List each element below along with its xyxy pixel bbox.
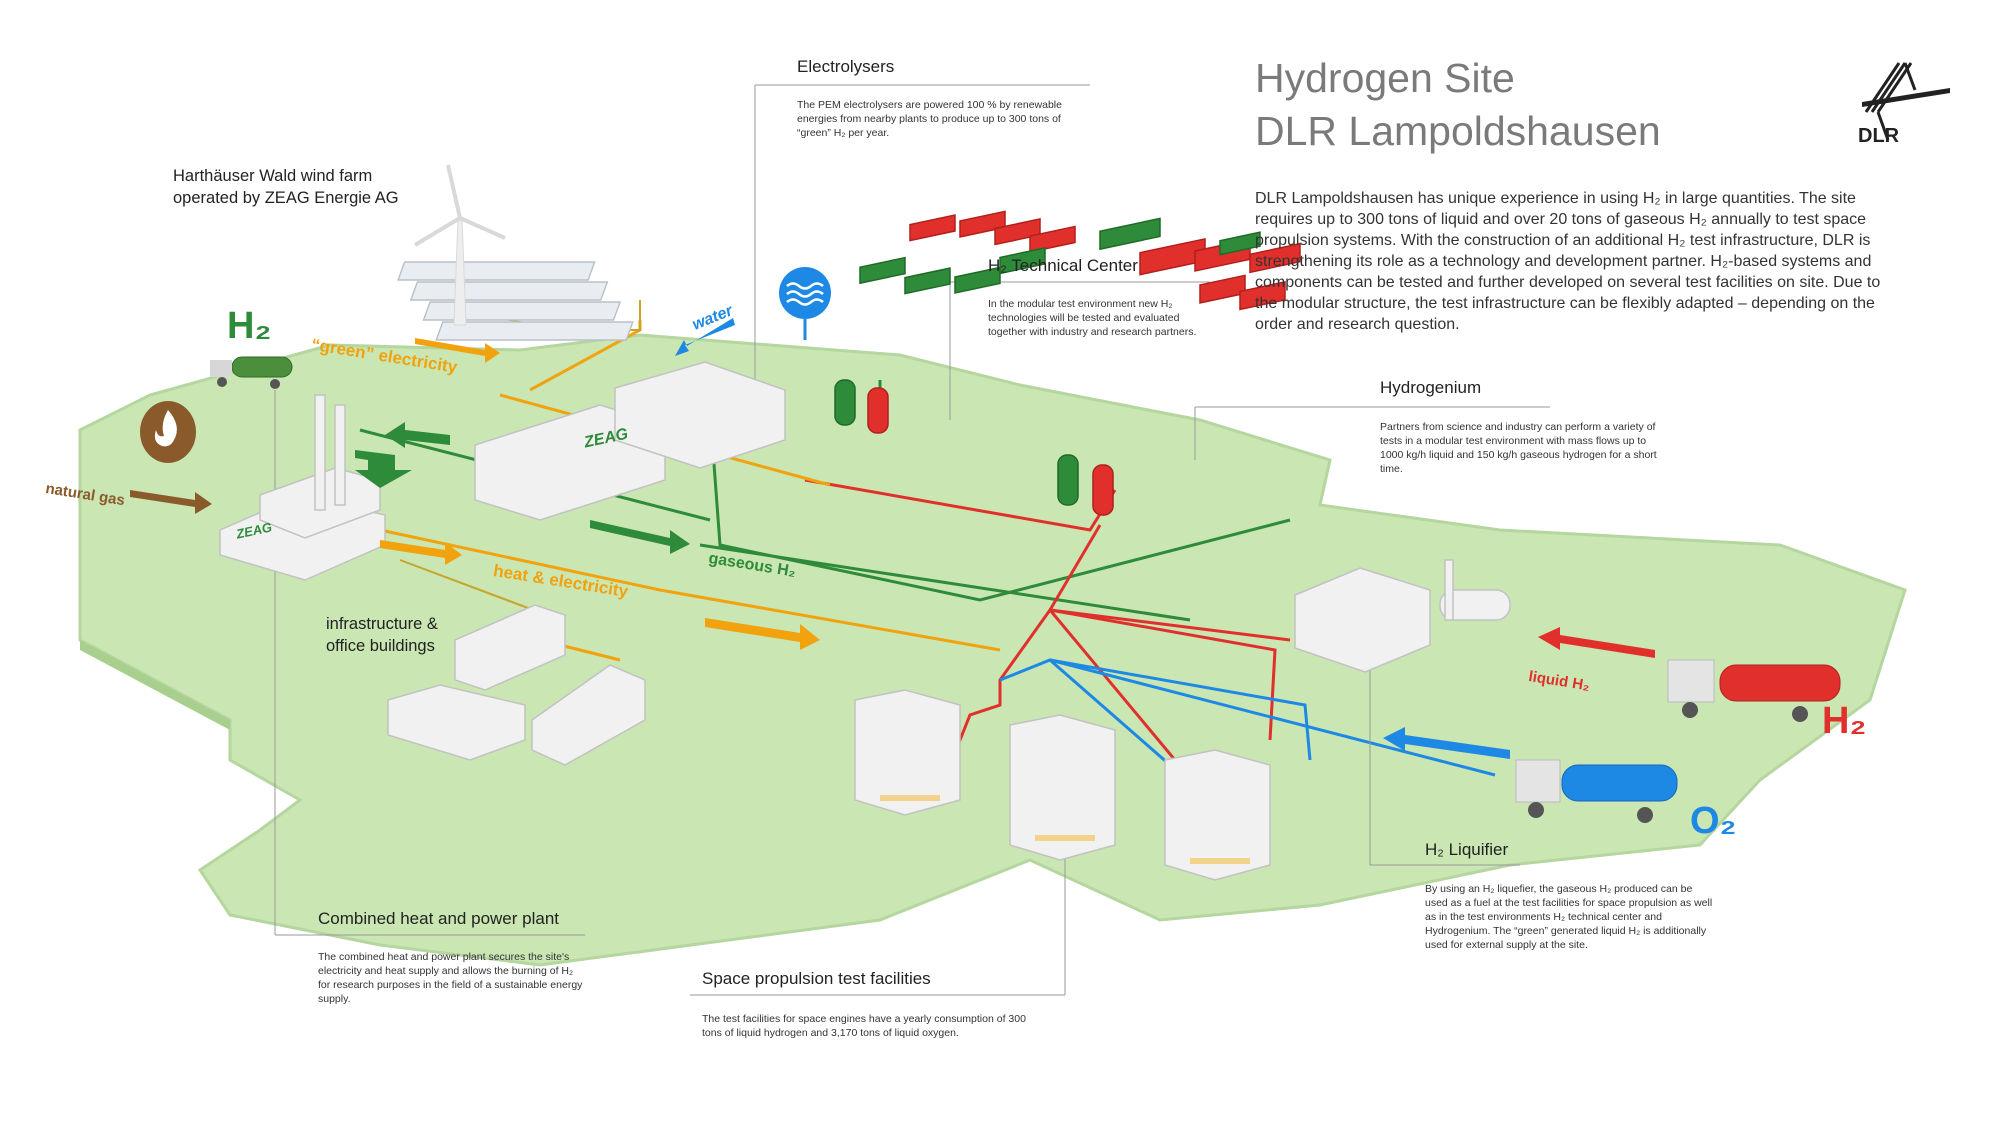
lox-arrow — [1383, 727, 1510, 759]
page-title-line1: Hydrogen Site — [1255, 55, 1515, 101]
infrastructure-line2: office buildings — [326, 637, 435, 655]
wind-farm-line1: Harthäuser Wald wind farm — [173, 167, 373, 185]
page-title: Hydrogen Site DLR Lampoldshausen — [1255, 52, 1661, 158]
liquid-h2-arrow — [1538, 627, 1655, 658]
heat-arrow-2 — [705, 618, 820, 650]
electrolysers-heading: Electrolysers — [797, 57, 895, 76]
technical-center-heading: H₂ Technical Center — [988, 256, 1138, 275]
chp-heading: Combined heat and power plant — [318, 909, 559, 928]
dlr-logo-icon — [1862, 62, 1950, 141]
infrastructure-label: infrastructure & office buildings — [326, 613, 438, 657]
infrastructure-line1: infrastructure & — [326, 615, 438, 633]
hydrogenium-heading: Hydrogenium — [1380, 378, 1482, 397]
intro-text: DLR Lampoldshausen has unique experience… — [1255, 190, 1881, 333]
flow-arrows — [130, 318, 1655, 759]
h2-return-arrow — [355, 450, 412, 488]
chp-body: The combined heat and power plant secure… — [318, 951, 583, 1005]
water-icon — [779, 267, 831, 340]
h2-left-arrow — [385, 422, 450, 448]
heat-arrow-1 — [380, 540, 462, 565]
liquifier-body: By using an H₂ liquefier, the gaseous H₂… — [1425, 883, 1713, 951]
h2-green-label: H₂ — [227, 305, 272, 347]
water-arrow — [675, 318, 735, 356]
gaseous-h2-arrow — [590, 520, 690, 554]
test-stand-1 — [854, 689, 961, 816]
technical-center-body: In the modular test environment new H₂ t… — [988, 298, 1197, 338]
wind-turbine — [413, 164, 506, 326]
green-electricity-arrow — [415, 338, 500, 363]
h2-truck-green — [210, 356, 293, 389]
space-body: The test facilities for space engines ha… — [702, 1013, 1026, 1039]
wind-farm-line2: operated by ZEAG Energie AG — [173, 189, 399, 207]
electrolysers-body: The PEM electrolysers are powered 100 % … — [797, 99, 1062, 139]
dlr-logo-text: DLR — [1858, 125, 1900, 147]
space-heading: Space propulsion test facilities — [702, 969, 931, 988]
h2-red-label: H₂ — [1822, 700, 1867, 742]
wind-farm-label: Harthäuser Wald wind farm operated by ZE… — [173, 165, 399, 209]
test-stand-3 — [1164, 749, 1271, 881]
natural-gas-flame-icon — [140, 401, 196, 463]
o2-truck-blue — [1515, 759, 1678, 823]
test-stand-2 — [1009, 714, 1116, 861]
h2-truck-red — [1667, 659, 1841, 722]
solar-panels — [397, 261, 634, 341]
natural-gas-arrow — [130, 490, 212, 514]
hydrogenium-body: Partners from science and industry can p… — [1380, 421, 1657, 475]
page-title-line2: DLR Lampoldshausen — [1255, 108, 1661, 154]
liquifier-heading: H₂ Liquifier — [1425, 840, 1509, 859]
buildings — [219, 210, 1511, 881]
site-ground-depth — [80, 640, 230, 730]
o2-label: O₂ — [1690, 800, 1737, 842]
